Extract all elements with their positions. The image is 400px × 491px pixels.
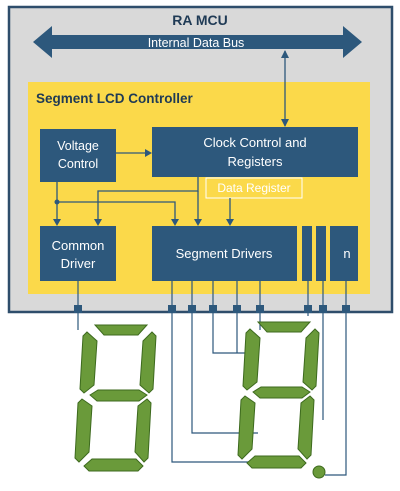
segment-driver-slice-3 [330,226,336,281]
digit-1-segment-f [79,331,98,394]
voltage-to-segment-line [57,201,176,219]
output-pin [209,305,217,313]
voltage-to-segment-arrowhead [171,219,179,226]
segment-drivers-block [152,226,297,281]
data-register-box [205,177,303,199]
segment-driver-slice-2 [316,226,326,281]
clock-control-line1: Clock Control and [203,135,306,150]
output-pin [342,305,350,313]
clock-to-common-arrowhead [94,219,102,226]
output-pin [319,305,327,313]
clock-control-line2: Registers [228,154,283,169]
bus-to-clock-arrowhead-down [281,119,289,127]
clock-to-common-line [97,177,199,219]
digit-2-segment-a [256,321,312,333]
output-pin [168,305,176,313]
internal-data-bus-label: Internal Data Bus [148,36,245,50]
voltage-control-line1: Voltage [57,139,99,153]
data-register-label: Data Register [217,181,290,195]
segment-drivers-label: Segment Drivers [176,246,273,261]
digit-2-segment-f [242,328,261,391]
voltage-to-common-arrowhead [53,219,61,226]
digit-1-segment-a [93,324,149,336]
digit-2-segment-b [302,328,320,391]
clock-to-segment-arrowhead [194,219,202,226]
digit-1-segment-b [139,331,157,394]
digit-1-segment-g [89,389,148,402]
digit-2-segment-e [237,395,256,460]
voltage-control-block [40,129,116,182]
output-pin [74,305,82,313]
segment-driver-slice-1 [302,226,312,281]
output-pin [256,305,264,313]
digit-2-segment-g [252,386,311,399]
internal-data-bus-arrow [33,26,362,58]
driver-output-pins [74,305,350,313]
lcd-digit-1 [74,324,157,472]
common-driver-line2: Driver [61,256,96,271]
digit-2-segment-c [297,395,315,460]
output-pin [304,305,312,313]
digit-2-segment-d [246,455,307,469]
common-driver-line1: Common [52,238,105,253]
clock-control-block [152,127,358,177]
voltage-to-clock-arrowhead [145,149,152,157]
digit-1-segment-e [74,398,93,463]
lcd-decimal-point [312,465,326,479]
digit-1-segment-d [83,458,144,472]
voltage-control-line2: Control [58,157,98,171]
digit-1-segment-c [134,398,152,463]
lcd-digit-2 [237,321,320,469]
mcu-title: RA MCU [172,12,227,28]
segment-driver-n-label: n [343,246,350,261]
bus-to-clock-arrowhead-up [281,50,289,58]
output-pin [188,305,196,313]
segment-lcd-controller-title: Segment LCD Controller [36,91,194,106]
data-register-to-segment-arrowhead [226,219,234,226]
output-pin [233,305,241,313]
common-driver-block [40,226,116,281]
segment-driver-n-block [336,226,358,281]
